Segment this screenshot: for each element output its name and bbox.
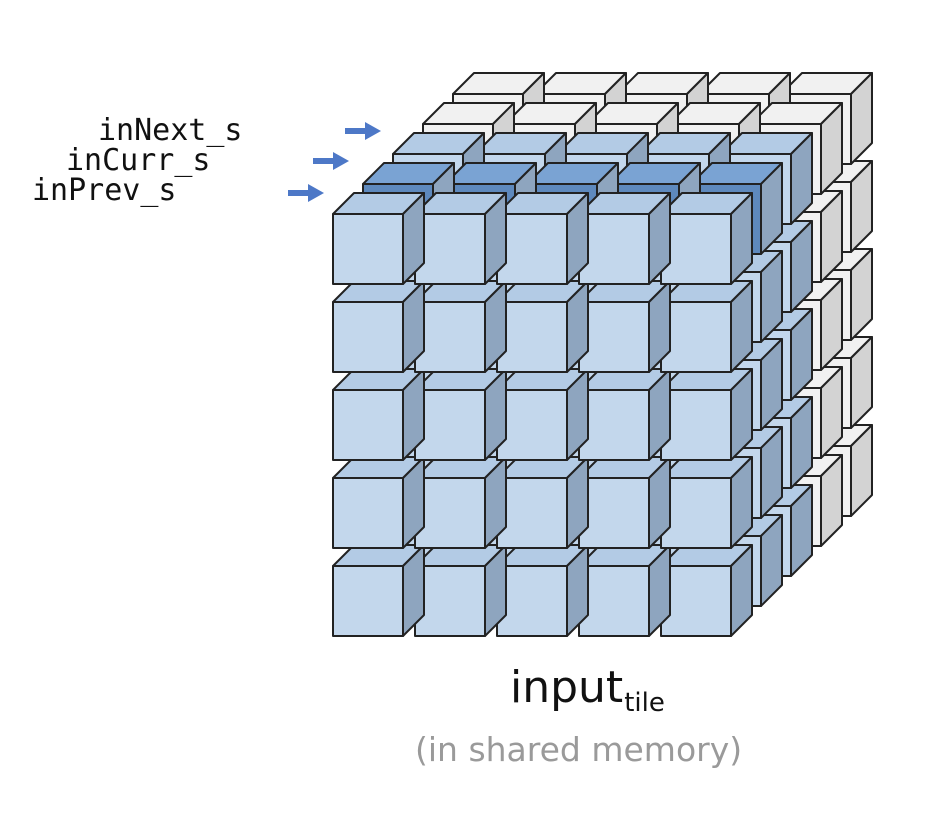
- label-in-curr-s: inCurr_s: [66, 143, 211, 178]
- tile-front-face: [496, 565, 568, 637]
- tile-front-face: [578, 565, 650, 637]
- tile-front-face: [660, 213, 732, 285]
- arrow-right-icon: [288, 184, 324, 202]
- label-in-prev-s: inPrev_s: [32, 173, 177, 208]
- tile-front-face: [414, 389, 486, 461]
- tile-front-face: [660, 301, 732, 373]
- tile-cube: [414, 456, 507, 549]
- tile-front-face: [414, 213, 486, 285]
- tile-cube: [414, 280, 507, 373]
- tile-cube: [578, 544, 671, 637]
- tile-cube: [578, 456, 671, 549]
- tile-cube: [496, 456, 589, 549]
- tile-cube: [660, 544, 753, 637]
- tile-cube: [414, 544, 507, 637]
- tile-cube: [578, 280, 671, 373]
- tile-front-face: [660, 565, 732, 637]
- caption-subscript: tile: [624, 688, 665, 719]
- tile-front-face: [578, 301, 650, 373]
- label-in-next-s: inNext_s: [98, 113, 243, 148]
- tile-cube: [496, 192, 589, 285]
- tile-front-face: [578, 477, 650, 549]
- tile-cube: [332, 280, 425, 373]
- tile-front-face: [660, 477, 732, 549]
- tile-cube: [660, 368, 753, 461]
- tile-cube: [578, 192, 671, 285]
- tile-front-face: [496, 213, 568, 285]
- tile-cube: [660, 456, 753, 549]
- tile-front-face: [578, 389, 650, 461]
- caption-input-tile: inputtile: [510, 662, 665, 718]
- tile-front-face: [414, 565, 486, 637]
- tile-front-face: [332, 213, 404, 285]
- tile-cube: [660, 280, 753, 373]
- tile-cube: [496, 368, 589, 461]
- tile-front-face: [414, 477, 486, 549]
- tile-cube: [414, 368, 507, 461]
- tile-front-face: [496, 389, 568, 461]
- tile-front-face: [578, 213, 650, 285]
- tile-front-face: [332, 565, 404, 637]
- tile-cube: [332, 368, 425, 461]
- caption-main-text: input: [510, 662, 624, 713]
- tile-front-face: [414, 301, 486, 373]
- tile-front-face: [496, 477, 568, 549]
- tile-cube: [414, 192, 507, 285]
- tile-cube: [578, 368, 671, 461]
- tile-front-face: [332, 301, 404, 373]
- arrow-right-icon: [313, 152, 349, 170]
- tile-cube: [496, 280, 589, 373]
- tile-cube: [332, 544, 425, 637]
- arrow-right-icon: [345, 122, 381, 140]
- tile-cube: [332, 192, 425, 285]
- tile-cube: [332, 456, 425, 549]
- tile-front-face: [660, 389, 732, 461]
- tile-front-face: [332, 477, 404, 549]
- tile-cube: [660, 192, 753, 285]
- tile-cube: [496, 544, 589, 637]
- tile-front-face: [496, 301, 568, 373]
- caption-shared-memory-note: (in shared memory): [415, 730, 743, 769]
- tile-front-face: [332, 389, 404, 461]
